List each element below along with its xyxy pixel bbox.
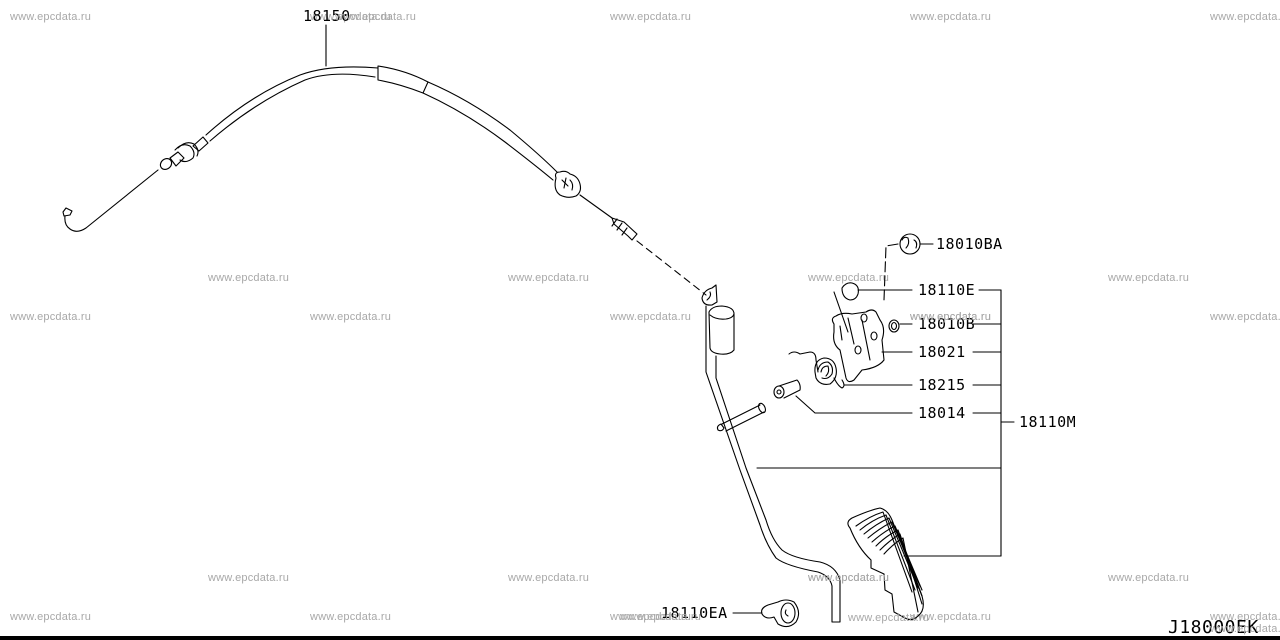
cable-hook-end bbox=[62, 207, 73, 217]
watermark: www.epcdata.ru bbox=[335, 11, 417, 23]
part-label-18010BA[interactable]: 18010BA bbox=[936, 235, 1003, 253]
wire-end-ribs bbox=[611, 218, 628, 236]
sheath-bottom bbox=[209, 73, 376, 142]
leader-18014 bbox=[795, 395, 913, 414]
watermark: www.epcdata.ru bbox=[610, 311, 692, 323]
sheath-top bbox=[205, 66, 379, 136]
watermark: www.epcdata.ru bbox=[910, 611, 992, 623]
cable-connection-dash bbox=[636, 240, 707, 296]
adjuster-flange-2 bbox=[177, 142, 199, 157]
watermark: www.epcdata.ru bbox=[610, 611, 692, 623]
part-label-18014[interactable]: 18014 bbox=[918, 404, 966, 422]
part-label-18021[interactable]: 18021 bbox=[918, 343, 966, 361]
watermark: www.epcdata.ru bbox=[620, 611, 702, 623]
watermark: www.epcdata.ru bbox=[10, 311, 92, 323]
bushing-18014[interactable] bbox=[773, 379, 801, 399]
watermark: www.epcdata.ru bbox=[808, 572, 890, 584]
watermark: www.epcdata.ru bbox=[848, 612, 930, 624]
watermark: www.epcdata.ru bbox=[910, 11, 992, 23]
watermark: www.epcdata.ru bbox=[10, 611, 92, 623]
arm-rod bbox=[705, 305, 841, 623]
firewall-clip bbox=[554, 170, 582, 198]
pedal-pad-outline bbox=[847, 507, 924, 621]
watermark: www.epcdata.ru bbox=[1108, 572, 1190, 584]
watermark: www.epcdata.ru bbox=[910, 311, 992, 323]
watermark: www.epcdata.ru bbox=[310, 11, 392, 23]
part-label-18150[interactable]: 18150 bbox=[303, 7, 351, 25]
part-label-18110EA[interactable]: 18110EA bbox=[661, 604, 728, 622]
arm-boss bbox=[708, 305, 735, 355]
arm-cable-hook bbox=[701, 284, 718, 306]
part-label-18215[interactable]: 18215 bbox=[918, 376, 966, 394]
pivot-shaft bbox=[721, 404, 765, 432]
watermark: www.epcdata.ru bbox=[508, 572, 590, 584]
watermark: www.epcdata.ru bbox=[910, 311, 992, 323]
adjuster-nut bbox=[169, 151, 185, 167]
wire-segment bbox=[579, 194, 613, 219]
watermark: www.epcdata.ru bbox=[1210, 623, 1280, 635]
diagram-code: J18000EK bbox=[1168, 617, 1259, 638]
watermark: www.epcdata.ru bbox=[310, 611, 392, 623]
firewall-clip-detail bbox=[561, 177, 574, 191]
sheath-top-2 bbox=[427, 81, 558, 173]
accelerator-cable[interactable] bbox=[62, 65, 707, 296]
watermark: www.epcdata.ru bbox=[208, 572, 290, 584]
part-label-18110M[interactable]: 18110M bbox=[1019, 413, 1077, 431]
bracket-18021[interactable] bbox=[831, 309, 885, 383]
assembly-bracket-18110M bbox=[756, 289, 1015, 557]
cable-sleeve bbox=[377, 65, 429, 94]
pedal-pad[interactable] bbox=[847, 507, 924, 621]
adjuster-collar bbox=[192, 136, 209, 152]
spring-18215[interactable] bbox=[788, 351, 845, 389]
watermark: www.epcdata.ru bbox=[508, 272, 590, 284]
watermark: www.epcdata.ru bbox=[208, 272, 290, 284]
nut-connection-dash bbox=[883, 243, 899, 301]
watermark: www.epcdata.ru bbox=[808, 572, 890, 584]
watermark: www.epcdata.ru bbox=[1210, 611, 1280, 623]
pivot-end bbox=[716, 423, 725, 432]
nut-18010BA[interactable] bbox=[899, 233, 921, 255]
part-label-18110E[interactable]: 18110E bbox=[918, 281, 976, 299]
inner-wire bbox=[64, 169, 159, 232]
adjuster-cap bbox=[159, 158, 173, 170]
watermark: www.epcdata.ru bbox=[808, 272, 890, 284]
watermark: www.epcdata.ru bbox=[1108, 272, 1190, 284]
watermark: www.epcdata.ru bbox=[310, 311, 392, 323]
sheath-bottom-2 bbox=[422, 92, 554, 181]
bumper-18110E[interactable] bbox=[841, 282, 859, 301]
bottom-border bbox=[0, 636, 1280, 640]
watermark: www.epcdata.ru bbox=[1210, 11, 1280, 23]
watermark: www.epcdata.ru bbox=[610, 11, 692, 23]
nut-18010B[interactable] bbox=[888, 319, 900, 333]
watermark: www.epcdata.ru bbox=[1210, 311, 1280, 323]
adjuster-flange bbox=[174, 144, 195, 163]
watermark: www.epcdata.ru bbox=[10, 11, 92, 23]
pedal-arm[interactable] bbox=[701, 284, 841, 623]
bumper-rod bbox=[833, 291, 849, 333]
stopper-body bbox=[761, 599, 800, 628]
part-label-18010B[interactable]: 18010B bbox=[918, 315, 976, 333]
pedal-stopper[interactable] bbox=[761, 599, 800, 628]
